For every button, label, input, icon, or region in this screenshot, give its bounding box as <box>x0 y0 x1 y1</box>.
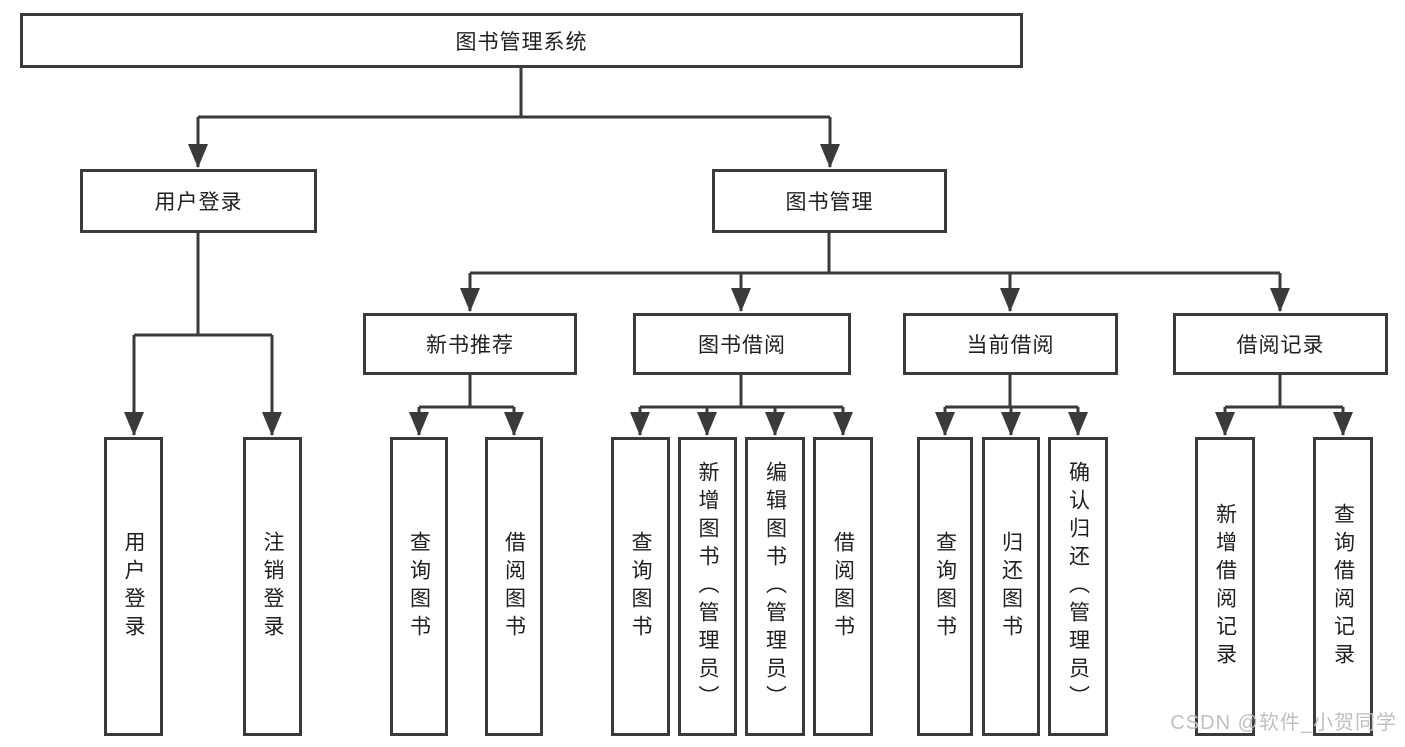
node-label: 确认归还（管理员） <box>1066 460 1090 713</box>
node-current-borrowing: 当前借阅 <box>903 313 1118 375</box>
node-label: 查询借阅记录 <box>1331 502 1355 671</box>
node-label: 借阅图书 <box>831 530 855 643</box>
node-label: 归还图书 <box>999 530 1023 643</box>
leaf-current-confirm-return-admin: 确认归还（管理员） <box>1048 437 1108 736</box>
node-user-login: 用户登录 <box>80 169 317 233</box>
leaf-borrowing-add-books-admin: 新增图书（管理员） <box>678 437 737 736</box>
node-label: 新书推荐 <box>426 334 514 357</box>
node-label: 借阅图书 <box>502 530 526 643</box>
node-label: 用户登录 <box>122 530 145 643</box>
leaf-borrowing-borrow-books: 借阅图书 <box>813 437 873 736</box>
leaf-borrowing-query-books: 查询图书 <box>611 437 670 736</box>
node-label: 当前借阅 <box>966 334 1055 357</box>
node-label: 新增借阅记录 <box>1213 502 1237 671</box>
node-new-book-recommendation: 新书推荐 <box>363 313 577 375</box>
leaf-recommend-query-books: 查询图书 <box>390 437 448 736</box>
node-label: 新增图书（管理员） <box>696 460 719 713</box>
node-label: 查询图书 <box>933 530 957 643</box>
node-label: 用户登录 <box>154 191 243 214</box>
leaf-borrowing-edit-books-admin: 编辑图书（管理员） <box>745 437 805 736</box>
node-book-borrowing: 图书借阅 <box>633 313 851 375</box>
node-label: 借阅记录 <box>1236 334 1325 357</box>
node-label: 查询图书 <box>407 530 431 643</box>
node-borrowing-records: 借阅记录 <box>1173 313 1388 375</box>
leaf-records-add-record: 新增借阅记录 <box>1195 437 1255 736</box>
leaf-user-login: 用户登录 <box>104 437 163 736</box>
leaf-logout: 注销登录 <box>243 437 302 736</box>
node-label: 查询图书 <box>629 530 652 643</box>
node-label: 图书管理 <box>785 191 874 214</box>
leaf-recommend-borrow-books: 借阅图书 <box>485 437 543 736</box>
node-label: 编辑图书（管理员） <box>763 460 787 713</box>
node-book-management: 图书管理 <box>712 169 947 233</box>
leaf-records-query-record: 查询借阅记录 <box>1313 437 1373 736</box>
leaf-current-query-books: 查询图书 <box>917 437 973 736</box>
node-label: 图书管理系统 <box>455 30 588 54</box>
leaf-current-return-books: 归还图书 <box>982 437 1040 736</box>
csdn-watermark: CSDN @软件_小贺同学 <box>1170 712 1397 734</box>
node-label: 注销登录 <box>261 530 284 643</box>
node-library-management-system: 图书管理系统 <box>20 13 1023 68</box>
node-label: 图书借阅 <box>698 334 786 357</box>
